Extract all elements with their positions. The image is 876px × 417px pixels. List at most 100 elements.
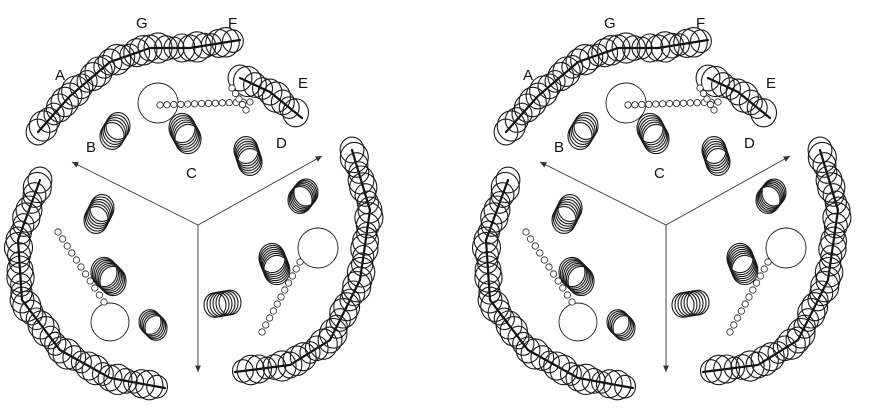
chromophore-bead [625,102,631,108]
helix-label-C: C [654,165,665,182]
helix-turn [236,144,260,171]
monomer-lower-left [473,167,636,400]
chromophore-bead [742,301,748,307]
chromophore-bead [734,315,740,321]
chromophore-bead [92,285,98,291]
chromophore-bead [198,100,204,106]
helix-label-D: D [276,135,287,152]
helix-turn [237,146,261,173]
helix-label-F: F [696,15,705,32]
chromophore-bead [680,100,686,106]
chromophore-bead [727,329,733,335]
chromophore-bead [101,299,107,305]
chromophore-bead [523,229,529,235]
helix-label-B: B [554,139,564,156]
helix-label-E: E [298,75,308,92]
chromophore-bead [293,266,299,272]
chromophore-bead [731,322,737,328]
helix-lower-left-3 [607,310,635,341]
helix-turn [705,146,729,173]
helix-turn [704,141,728,168]
chromophore-bead [259,329,265,335]
helix-lower-right-2 [727,243,758,284]
helix-lower-right-1 [288,179,318,213]
chromophore-lower-left [523,229,597,341]
chromophore-bead [87,278,93,284]
helix-turn [762,179,786,206]
symmetry-axis [540,162,666,225]
helix-B [568,113,598,150]
arrow-head [195,366,201,372]
helix-turn [704,144,728,171]
chromophore-bead [527,236,533,242]
helix-lower-right-3 [204,290,241,317]
chromophore-ring [766,228,806,268]
chromophore-bead [555,278,561,284]
chromophore-bead [270,308,276,314]
monomer-top [26,28,308,176]
chromophore-bead [653,101,659,107]
helix-label-C: C [186,165,197,182]
chromophore-bead [738,308,744,314]
helix-label-F: F [228,15,237,32]
helix-lower-left-1 [84,195,114,234]
chromophore-bead [69,250,75,256]
chromophore-bead [532,243,538,249]
chromophore-bead [73,257,79,263]
helix-AGF-arc [26,28,243,145]
chromophore-bead [694,100,700,106]
chromophore-bead [560,285,566,291]
chromophore-bead [673,100,679,106]
chromophore-bead [185,101,191,107]
chromophore-bead [191,101,197,107]
helix-turn [568,266,594,295]
chromophore-bead [274,301,280,307]
arrow-head [663,366,669,372]
symmetry-axis [72,162,198,225]
stereo-view-left: A B C D E F G [5,15,383,400]
chromophore-bead [711,107,717,113]
chromophore-bead [285,280,291,286]
chromophore-bead [541,257,547,263]
chromophore-bead [646,101,652,107]
chromophore-bead [219,100,225,106]
chromophore-bead [78,264,84,270]
helix-lower-left-3 [139,310,167,341]
helix-D [234,137,262,176]
helix-lower-right-3 [672,290,709,317]
chromophore-bead [715,99,721,105]
chromophore-bead [765,259,771,265]
helix-label-A: A [55,67,65,84]
chromophore-bead [761,266,767,272]
helix-AGF-arc [494,28,711,145]
chromophore-bead [278,294,284,300]
helix-lower-left-1 [552,195,582,234]
chromophore-bead [537,250,543,256]
helix-label-G: G [136,15,148,32]
chromophore-bead [687,100,693,106]
chromophore-bead [757,273,763,279]
helix-B [100,113,130,150]
chromophore-bead [282,287,288,293]
chromophore-bead [659,101,665,107]
helix-D [702,137,730,176]
chromophore-bead [212,100,218,106]
monomer-lower-left [5,167,168,400]
monomer-lower-right [204,137,383,385]
chromophore-bead [178,101,184,107]
chromophore-bead [753,280,759,286]
helix-lower-right-1 [756,179,786,213]
chromophore-bead [157,102,163,108]
helix-label-A: A [523,67,533,84]
chromophore-bead [96,292,102,298]
chromophore-ring [559,303,597,341]
helix-turn [294,179,318,206]
chromophore-bead [247,99,253,105]
chromophore-bead [564,292,570,298]
monomer-top [494,28,776,176]
helix-label-B: B [86,139,96,156]
chromophore-bead [243,107,249,113]
chromophore-bead [266,315,272,321]
